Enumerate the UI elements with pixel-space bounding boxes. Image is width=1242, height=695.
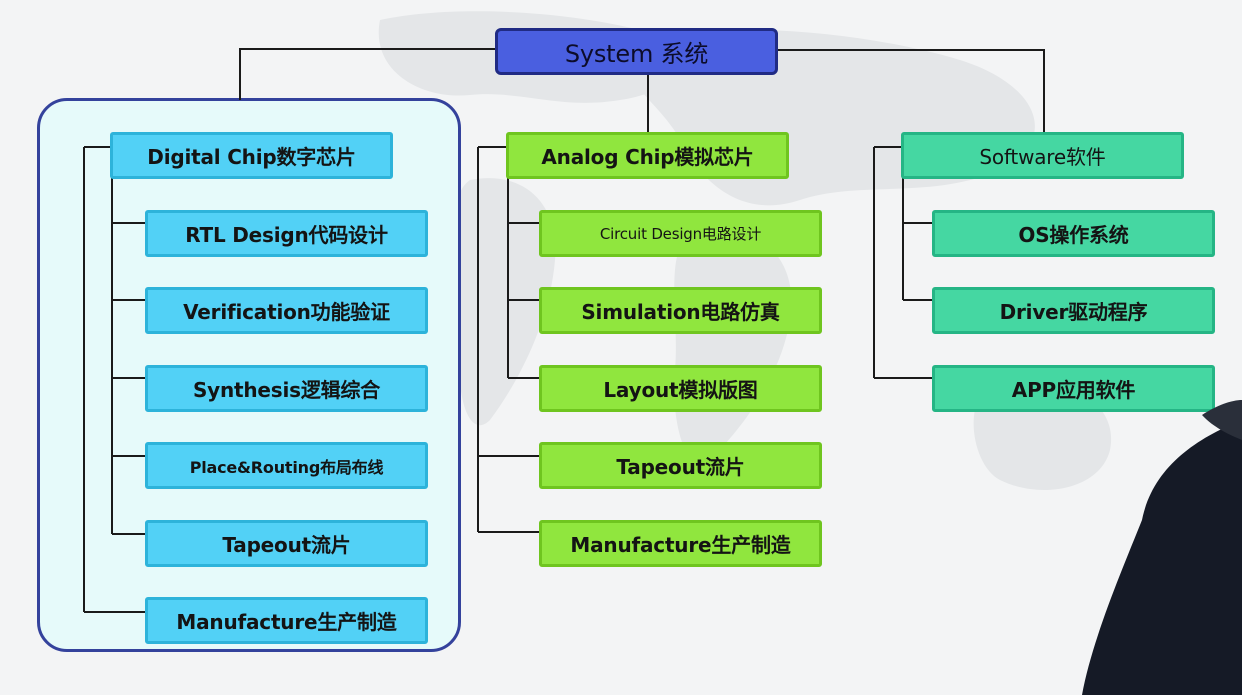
place-routing-node: Place&Routing布局布线 [145, 442, 428, 489]
analog-chip-node: Analog Chip模拟芯片 [506, 132, 789, 179]
app-node: APP应用软件 [932, 365, 1215, 412]
digital-chip-node: Digital Chip数字芯片 [110, 132, 393, 179]
os-node: OS操作系统 [932, 210, 1215, 257]
circuit-design-node: Circuit Design电路设计 [539, 210, 822, 257]
presenter-silhouette [1082, 400, 1242, 695]
simulation-node: Simulation电路仿真 [539, 287, 822, 334]
synthesis-node: Synthesis逻辑综合 [145, 365, 428, 412]
driver-node: Driver驱动程序 [932, 287, 1215, 334]
digital-manufacture-node: Manufacture生产制造 [145, 597, 428, 644]
layout-node: Layout模拟版图 [539, 365, 822, 412]
digital-tapeout-node: Tapeout流片 [145, 520, 428, 567]
verification-node: Verification功能验证 [145, 287, 428, 334]
analog-manufacture-node: Manufacture生产制造 [539, 520, 822, 567]
software-node: Software软件 [901, 132, 1184, 179]
analog-tapeout-node: Tapeout流片 [539, 442, 822, 489]
rtl-design-node: RTL Design代码设计 [145, 210, 428, 257]
system-root-node: System 系统 [495, 28, 778, 75]
